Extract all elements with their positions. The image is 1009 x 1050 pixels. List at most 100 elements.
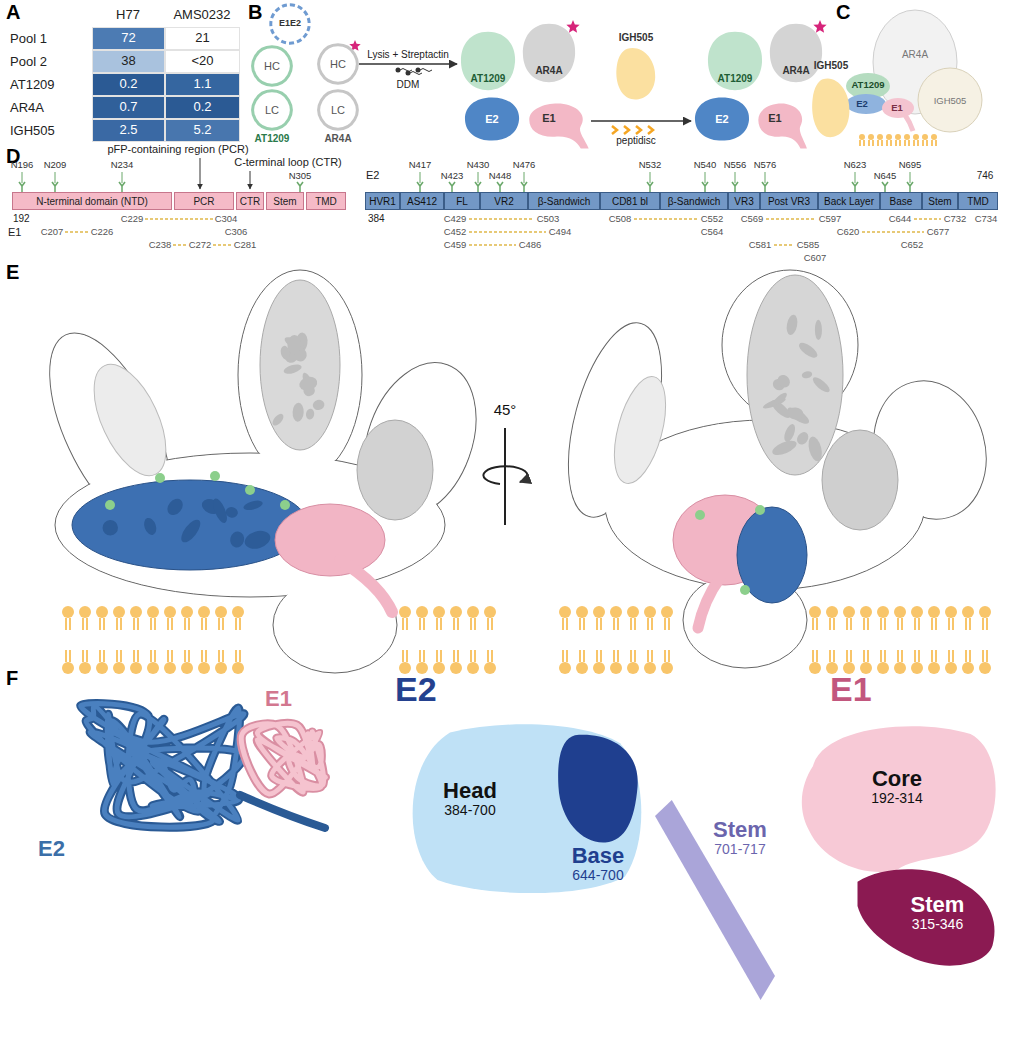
lipid-head xyxy=(62,606,74,618)
lipid-tail xyxy=(491,650,493,662)
lipid-tail xyxy=(596,618,598,630)
density-detail xyxy=(797,340,820,360)
node-outline xyxy=(708,32,762,90)
lipid-tail xyxy=(201,650,203,662)
density-detail xyxy=(801,370,813,379)
lipid-head xyxy=(894,662,906,674)
lipid-tail xyxy=(647,618,649,630)
e2-ribbon xyxy=(81,704,244,828)
glycan-density xyxy=(245,485,255,495)
label-star xyxy=(813,20,826,33)
density-detail xyxy=(210,497,230,525)
cysteine-label: C569 xyxy=(741,214,764,224)
glycan-leader xyxy=(478,172,479,183)
table-cell: 21 xyxy=(165,27,240,50)
lipid-tail xyxy=(167,618,169,630)
density-detail xyxy=(785,314,799,336)
lipid-head xyxy=(610,662,622,674)
lipid-tail xyxy=(897,618,899,630)
lipid-tail xyxy=(886,140,888,146)
text-label: 384 xyxy=(368,214,385,224)
domain-box: N-terminal domain (NTD) xyxy=(12,192,172,210)
domain-box: FL xyxy=(444,192,480,210)
fab-density xyxy=(357,420,433,520)
lipid-tail xyxy=(103,650,105,662)
glycan-label: N623 xyxy=(844,160,867,170)
lipid-tail xyxy=(474,650,476,662)
lipid-tail xyxy=(952,618,954,630)
lipid-tail xyxy=(833,650,835,662)
lipid-head xyxy=(576,606,588,618)
peptidisc-chevron xyxy=(636,126,641,134)
lipid-head xyxy=(164,662,176,674)
lipid-tail xyxy=(664,650,666,662)
density-detail xyxy=(270,412,285,428)
node-text: <20 xyxy=(191,54,213,68)
lipid-tail xyxy=(154,650,156,662)
cysteine-label: C734 xyxy=(975,214,998,224)
glycan-symbol xyxy=(765,182,768,186)
glycan-leader xyxy=(765,172,766,183)
detergent-tail xyxy=(420,69,432,72)
lipid-tail xyxy=(634,650,636,662)
glycan-symbol xyxy=(55,182,58,186)
lipid-tail xyxy=(171,650,173,662)
lipid-tail xyxy=(120,650,122,662)
density-detail xyxy=(229,530,246,549)
panel-f-art xyxy=(81,704,326,828)
text-label: IGH505 xyxy=(934,96,967,106)
lipid-tail xyxy=(154,618,156,630)
detergent-head xyxy=(416,68,421,73)
detergent-tail xyxy=(410,72,422,75)
disulfide-bond xyxy=(65,231,89,233)
lipid-tail xyxy=(931,618,933,630)
lipid-tail xyxy=(239,650,241,662)
lipid-tail xyxy=(487,650,489,662)
lipid-tail xyxy=(897,650,899,662)
map-fill xyxy=(345,348,495,531)
lipid-head xyxy=(843,606,855,618)
density-detail xyxy=(312,399,326,412)
node-text: AT1209 xyxy=(471,73,506,84)
glycan-leader xyxy=(855,172,856,183)
lipid-tail xyxy=(901,650,903,662)
lipid-tail xyxy=(583,618,585,630)
lipid-tail xyxy=(116,650,118,662)
node-text: 0.2 xyxy=(119,77,137,91)
faded-outline xyxy=(918,68,982,132)
glycan-density xyxy=(105,500,115,510)
lipid-tail xyxy=(99,650,101,662)
map-outline xyxy=(238,270,362,480)
domain-box: Stem xyxy=(922,192,958,210)
lipid-head xyxy=(886,134,892,140)
text-label: E2 xyxy=(395,672,437,706)
disulfide-bond xyxy=(469,218,534,220)
lipid-head xyxy=(913,134,919,140)
node-text: Base xyxy=(890,196,913,207)
lipid-head xyxy=(904,134,910,140)
lipid-tail xyxy=(846,650,848,662)
lipid-tail xyxy=(935,618,937,630)
glycan-label: N417 xyxy=(409,160,432,170)
lipid-tail xyxy=(171,618,173,630)
text-label: AR4A xyxy=(902,50,928,60)
node-outline xyxy=(558,735,638,843)
domain-box: TMD xyxy=(958,192,998,210)
lipid-tail xyxy=(82,650,84,662)
fab-density xyxy=(605,371,676,489)
lipid-tail xyxy=(436,650,438,662)
glycan-label: N476 xyxy=(513,160,536,170)
lipid-head xyxy=(79,606,91,618)
lipid-head xyxy=(894,606,906,618)
lipid-tail xyxy=(913,140,915,146)
lipid-tail xyxy=(453,650,455,662)
glycan-symbol xyxy=(705,182,708,186)
node-text: E1 xyxy=(542,112,555,124)
cysteine-label: C581 xyxy=(749,240,772,250)
node-text: HVR1 xyxy=(369,196,396,207)
lipid-head xyxy=(450,662,462,674)
glycan-symbol xyxy=(885,182,888,186)
node-text: AR4A xyxy=(782,65,809,76)
lipid-tail xyxy=(829,618,831,630)
lipid-tail xyxy=(82,618,84,630)
